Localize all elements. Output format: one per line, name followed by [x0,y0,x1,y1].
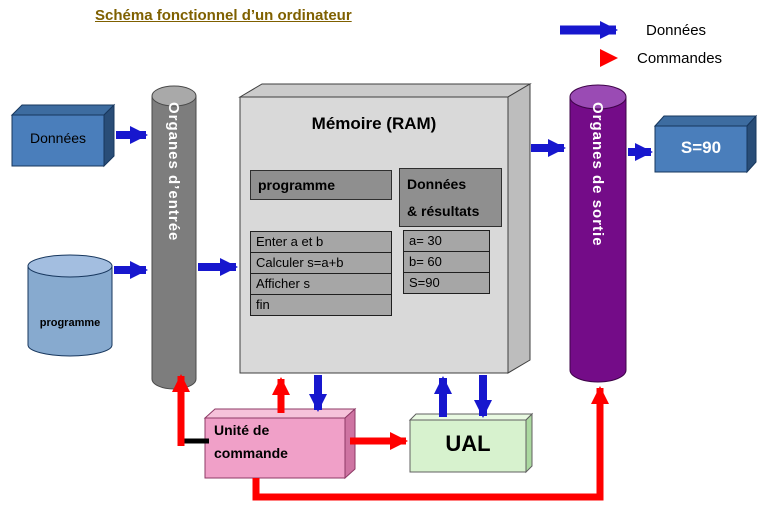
program-table-row: Calculer s=a+b [250,252,392,274]
legend-data-label: Données [646,22,707,39]
command-arrows [172,374,609,501]
results-table-row: b= 60 [403,251,490,273]
program-table-row: Enter a et b [250,231,392,253]
data-arrows [114,126,653,418]
program-table-row: fin [250,294,392,316]
input-organ-label: Organes d’entrée [165,102,182,242]
arrow-control-unit-to-output-organ [252,386,609,501]
legend-commands-label: Commandes [637,50,723,67]
data-input-box-label: Données [29,130,87,146]
program-cylinder [27,254,113,357]
result-output-box [653,114,758,174]
alu-label: UAL [445,431,491,456]
results-table-row: S=90 [403,272,490,294]
program-table-header: programme [250,170,392,200]
control-unit-box [203,407,357,480]
results-table-header-line1: Données [407,176,467,192]
data-input-box [10,103,116,168]
program-table-row: Afficher s [250,273,392,295]
page-title: Schéma fonctionnel d’un ordinateur [95,7,352,24]
program-cylinder-label: programme [39,317,101,329]
control-unit-label-line2: commande [214,445,288,461]
control-unit-label-line1: Unité de [214,422,270,438]
results-table-header-line2: & résultats [407,203,480,219]
output-organ-label: Organes de sortie [589,102,606,247]
output-organ-cylinder [569,84,627,383]
ram-title: Mémoire (RAM) [311,114,437,133]
results-table-header: Données & résultats [399,168,502,227]
result-output-label: S=90 [680,138,722,157]
results-table-row: a= 30 [403,230,490,252]
legend-arrows [560,21,618,67]
